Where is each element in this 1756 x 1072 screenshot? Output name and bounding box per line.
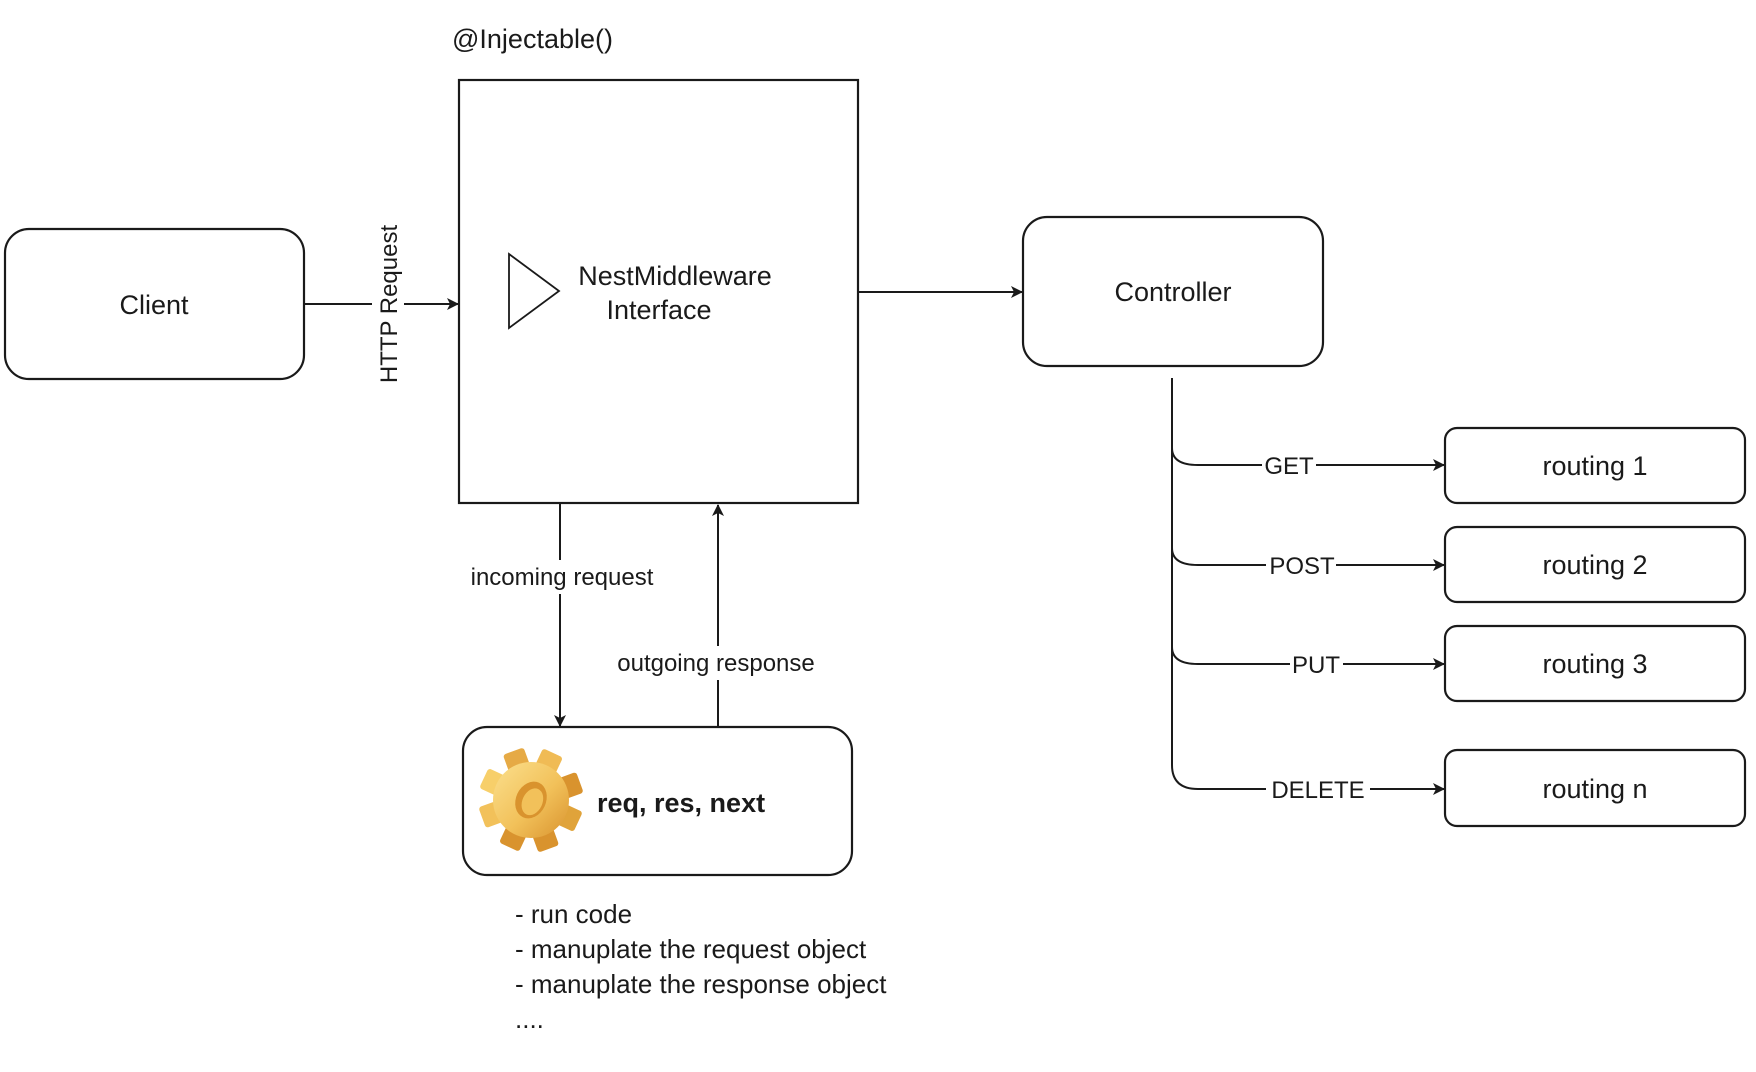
method-label-put: PUT <box>1292 652 1340 679</box>
incoming-request-label: incoming request <box>471 564 654 591</box>
route-edge-delete-a <box>1171 764 1266 790</box>
controller-box[interactable] <box>1021 215 1325 368</box>
triangle-play-icon <box>508 252 561 330</box>
note-line: .... <box>515 1004 544 1034</box>
handler-label: req, res, next <box>597 788 765 818</box>
method-label-delete: DELETE <box>1271 777 1364 804</box>
route-edge-get-a <box>1171 447 1262 466</box>
outgoing-response-label: outgoing response <box>617 650 814 677</box>
injectable-decorator-label: @Injectable() <box>452 24 613 54</box>
routing-2-label: routing 2 <box>1542 550 1647 580</box>
note-line: - manuplate the response object <box>515 969 887 999</box>
routing-3-box[interactable] <box>1443 624 1747 703</box>
http-request-label: HTTP Request <box>376 225 403 384</box>
route-edge-put-a <box>1171 646 1290 665</box>
routing-1-label: routing 1 <box>1542 451 1647 481</box>
client-label: Client <box>119 290 189 320</box>
middleware-node[interactable]: NestMiddleware Interface <box>457 78 860 505</box>
routing-1-box[interactable] <box>1443 426 1747 505</box>
edge-outgoing-response: outgoing response <box>617 504 815 727</box>
route-edge-post-a <box>1171 547 1266 566</box>
client-node[interactable]: Client <box>3 227 306 381</box>
handler-box[interactable] <box>461 725 854 877</box>
notes-list: - run code - manuplate the request objec… <box>515 899 887 1034</box>
edge-http-request: HTTP Request <box>304 225 459 384</box>
middleware-label-line1: NestMiddleware <box>578 261 772 291</box>
route-put: PUT routing 3 <box>1171 624 1747 703</box>
routing-3-label: routing 3 <box>1542 649 1647 679</box>
note-line: - run code <box>515 899 632 929</box>
gear-icon <box>479 748 583 852</box>
route-delete: DELETE routing n <box>1171 748 1747 828</box>
edge-incoming-request: incoming request <box>471 503 654 727</box>
controller-node[interactable]: Controller <box>1021 215 1325 368</box>
method-label-get: GET <box>1264 453 1314 480</box>
routing-2-box[interactable] <box>1443 525 1747 604</box>
handler-node[interactable]: req, res, next <box>437 706 854 895</box>
controller-label: Controller <box>1114 277 1231 307</box>
routing-n-label: routing n <box>1542 774 1647 804</box>
route-post: POST routing 2 <box>1171 525 1747 604</box>
note-line: - manuplate the request object <box>515 934 867 964</box>
routing-n-box[interactable] <box>1443 748 1747 828</box>
middleware-label-line2: Interface <box>606 295 711 325</box>
method-label-post: POST <box>1269 553 1335 580</box>
route-get: GET routing 1 <box>1171 426 1747 505</box>
